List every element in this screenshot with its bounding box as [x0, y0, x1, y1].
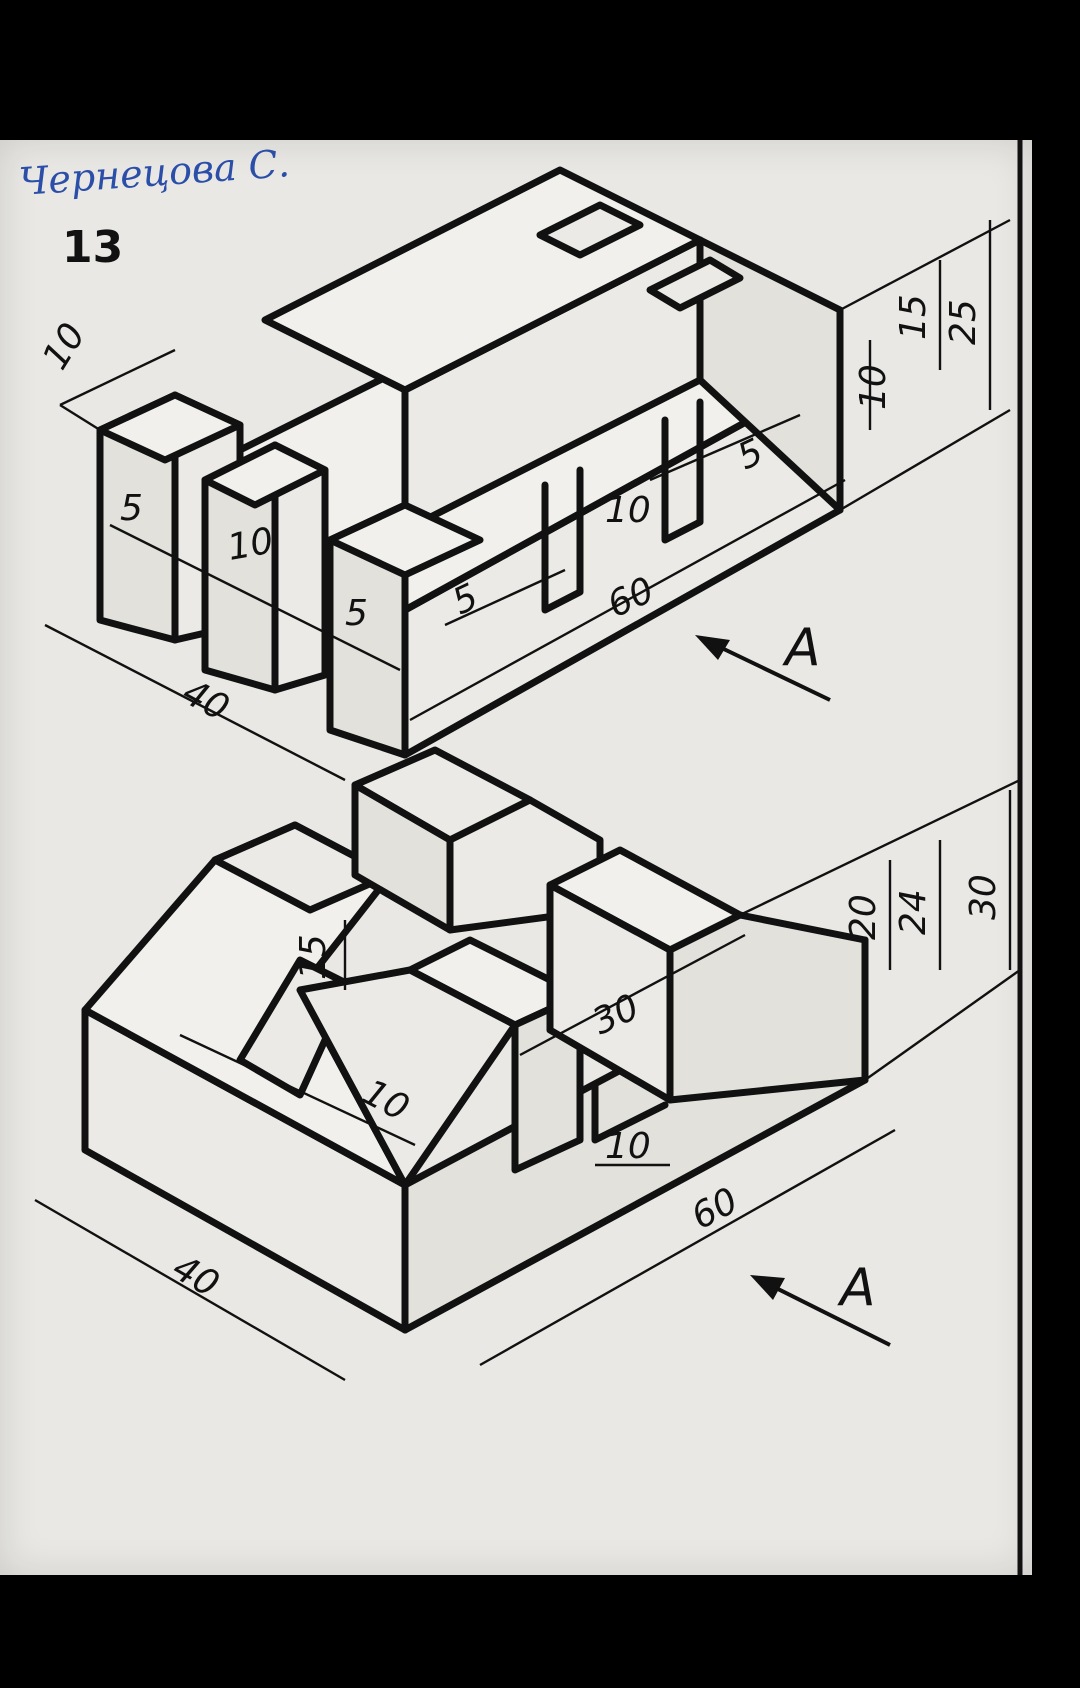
- drawing-sheet: Чернецова С. 13 10 5 10 5 40: [0, 140, 1032, 1575]
- dim-top-5-b: 5: [345, 593, 368, 634]
- view-arrow-bottom-head: [750, 1275, 785, 1300]
- bottom-right-side: [666, 911, 869, 1104]
- task-number: 13: [62, 222, 123, 273]
- dim-top-5-d-line: [649, 413, 801, 482]
- top-front-groove: [541, 466, 584, 614]
- dim-bottom-ext-2: [864, 969, 1021, 1081]
- dim-bottom-60-line: [479, 1128, 896, 1367]
- dim-bottom-30b: 30: [963, 874, 1004, 920]
- top-back-notch: [646, 256, 744, 312]
- dim-top-10-c: 10: [605, 490, 651, 531]
- dim-top-10-a-line: [59, 348, 176, 407]
- view-arrow-top-head: [695, 635, 730, 660]
- dim-top-width-line: [109, 523, 401, 672]
- dim-top-5-a: 5: [120, 488, 143, 529]
- dim-bottom-24: 24: [893, 889, 934, 935]
- view-label-top: A: [782, 618, 821, 678]
- prong-1-top: [96, 391, 244, 464]
- dim-top-5-c-line: [444, 568, 566, 627]
- dim-bottom-ext-1: [739, 778, 1021, 917]
- dim-bottom-20: 20: [843, 894, 884, 940]
- prong-2-top: [201, 441, 329, 509]
- bottom-part: 15 10 30 10 20 24 30 40 60 A: [34, 746, 1021, 1382]
- view-label-bottom: A: [837, 1258, 876, 1318]
- dim-top-10-a: 10: [35, 316, 94, 377]
- dim-bottom-10-b: 10: [605, 1126, 651, 1167]
- dim-top-60-line: [409, 478, 846, 722]
- dim-bottom-15: 15: [293, 934, 334, 980]
- dim-top-10-a-ext: [59, 403, 101, 432]
- isometric-drawing: Чернецова С. 13 10 5 10 5 40: [18, 140, 1023, 1575]
- dim-bottom-10-a-line: [179, 1033, 416, 1147]
- top-back-slot: [536, 201, 644, 259]
- dim-bottom-40-line: [34, 1198, 346, 1382]
- dim-top-25: 25: [943, 299, 984, 345]
- prong-3-top: [326, 501, 484, 579]
- top-part: 10 5 10 5 40 5 10 60 5 10 15 25 A: [35, 166, 1011, 782]
- dim-top-ext-1: [839, 218, 1011, 312]
- dim-top-10-d: 10: [853, 364, 894, 410]
- dim-top-40: 40: [176, 672, 236, 730]
- view-arrow-top[interactable]: [704, 638, 831, 702]
- dim-top-10-b: 10: [224, 521, 276, 569]
- dim-top-40-line: [44, 623, 346, 782]
- dim-bottom-30-line: [519, 933, 746, 1057]
- dim-bottom-60: 60: [685, 1180, 745, 1238]
- bottom-center-slope: [296, 966, 519, 1189]
- bottom-right-notch: [591, 1081, 669, 1144]
- dim-bottom-40: 40: [166, 1247, 226, 1305]
- view-arrow-bottom[interactable]: [759, 1278, 891, 1347]
- dim-top-15: 15: [893, 294, 934, 340]
- dim-top-ext-2: [839, 408, 1011, 512]
- signature: Чернецова С.: [18, 141, 292, 204]
- top-front-groove-2: [661, 398, 704, 544]
